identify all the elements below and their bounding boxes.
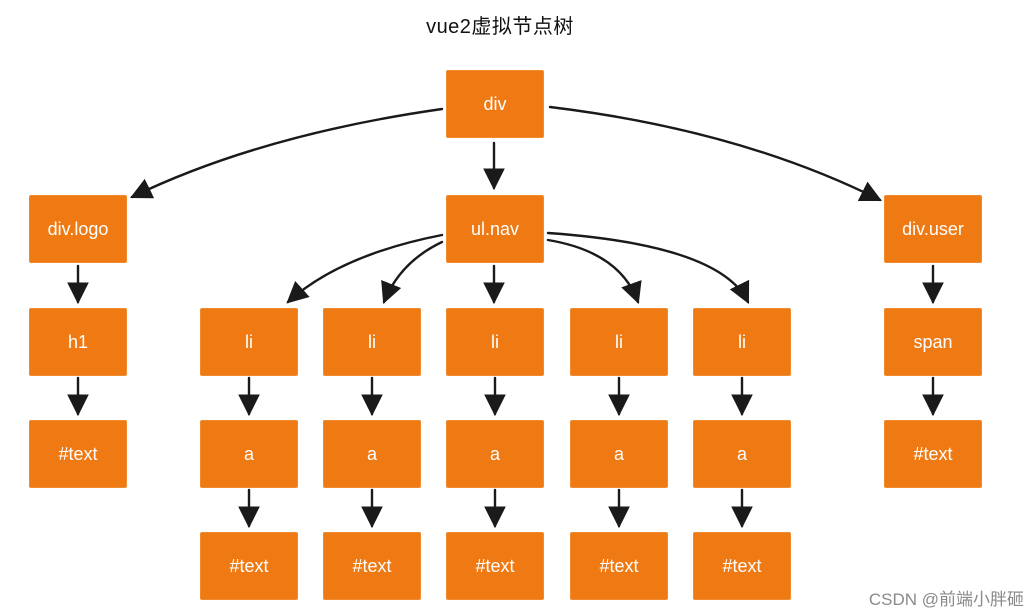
node-a-3: a <box>447 421 543 487</box>
node-a-4: a <box>571 421 667 487</box>
edge-ul-nav-to-li-2 <box>381 240 444 305</box>
node-text-2: #text <box>324 533 420 599</box>
edge-ul-nav-to-li-4 <box>546 238 642 305</box>
node-span: span <box>885 309 981 375</box>
node-a-2: a <box>324 421 420 487</box>
node-text-3: #text <box>447 533 543 599</box>
node-a-1: a <box>201 421 297 487</box>
edge-div-to-div-logo <box>130 107 444 199</box>
node-li-4: li <box>571 309 667 375</box>
node-text-5: #text <box>694 533 790 599</box>
edge-div-to-div-user <box>548 105 882 202</box>
node-div: div <box>447 71 543 137</box>
node-text-4: #text <box>571 533 667 599</box>
node-div-user: div.user <box>885 196 981 262</box>
node-ul-nav: ul.nav <box>447 196 543 262</box>
node-a-5: a <box>694 421 790 487</box>
node-li-1: li <box>201 309 297 375</box>
node-h1: h1 <box>30 309 126 375</box>
node-div-logo: div.logo <box>30 196 126 262</box>
node-li-3: li <box>447 309 543 375</box>
diagram-title: vue2虚拟节点树 <box>426 16 574 38</box>
node-user-text: #text <box>885 421 981 487</box>
edge-ul-nav-to-li-1 <box>286 233 444 304</box>
edge-ul-nav-to-li-5 <box>546 231 750 304</box>
node-text-1: #text <box>201 533 297 599</box>
watermark: CSDN @前端小胖砸 <box>868 590 1024 609</box>
node-li-2: li <box>324 309 420 375</box>
node-li-5: li <box>694 309 790 375</box>
node-logo-text: #text <box>30 421 126 487</box>
